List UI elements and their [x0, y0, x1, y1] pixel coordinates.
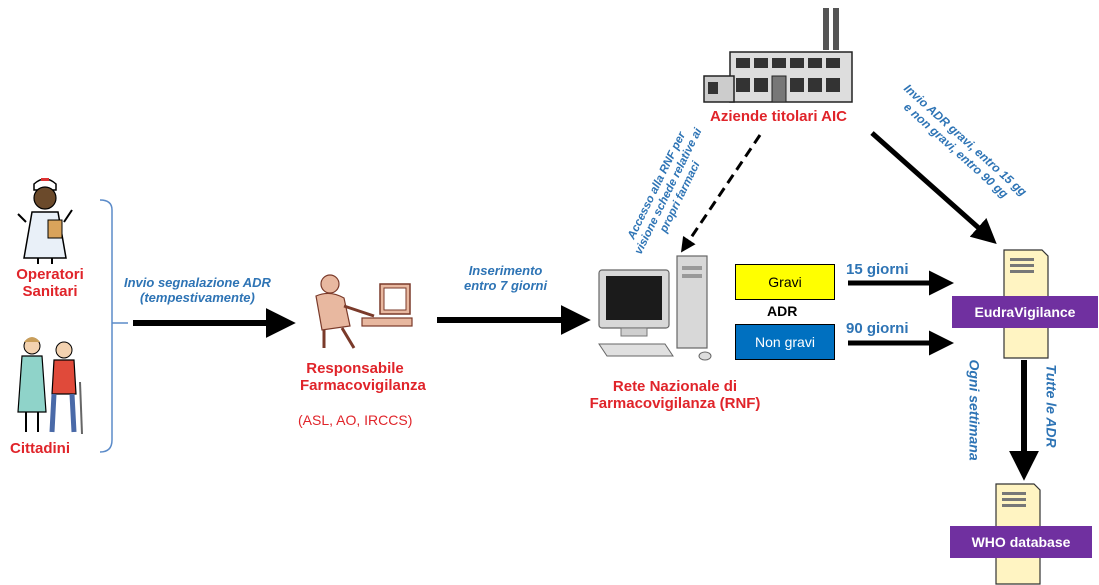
- non-gravi-box: Non gravi: [735, 324, 835, 360]
- actors-bracket: [99, 199, 113, 453]
- gravi-box: Gravi: [735, 264, 835, 300]
- patients-icon: [17, 337, 83, 435]
- cittadini-label: Cittadini: [10, 440, 70, 457]
- operatori-sanitari-label: Operatori Sanitari: [16, 266, 84, 301]
- nurse-icon: [17, 178, 73, 264]
- ogni-settimana-label: Ogni settimana: [966, 359, 983, 461]
- adr-label: ADR: [767, 303, 798, 319]
- responsabile-sub-label: (ASL, AO, IRCCS): [298, 412, 413, 428]
- aziende-label: Aziende titolari AIC: [710, 108, 847, 125]
- rnf-label: Rete Nazionale di Farmacovigilanza (RNF): [589, 378, 761, 413]
- inserimento-label: Inserimento entro 7 giorni: [464, 263, 548, 293]
- giorni-15-label: 15 giorni: [846, 261, 909, 278]
- giorni-90-label: 90 giorni: [846, 320, 909, 337]
- computer-icon: [598, 255, 712, 361]
- factory-icon: [703, 8, 853, 103]
- responsabile-label: Responsabile Farmacovigilanza: [300, 360, 426, 395]
- arrow-aziende-to-rnf: [680, 134, 762, 253]
- who-database-badge: WHO database: [950, 526, 1092, 558]
- tutte-adr-label: Tutte le ADR: [1043, 364, 1060, 448]
- person-computer-icon: [315, 274, 413, 349]
- eudravigilance-badge: EudraVigilance: [952, 296, 1098, 328]
- invio-segnalazione-label: Invio segnalazione ADR (tempestivamente): [124, 275, 271, 305]
- arrow-aziende-to-eudra: [870, 131, 997, 244]
